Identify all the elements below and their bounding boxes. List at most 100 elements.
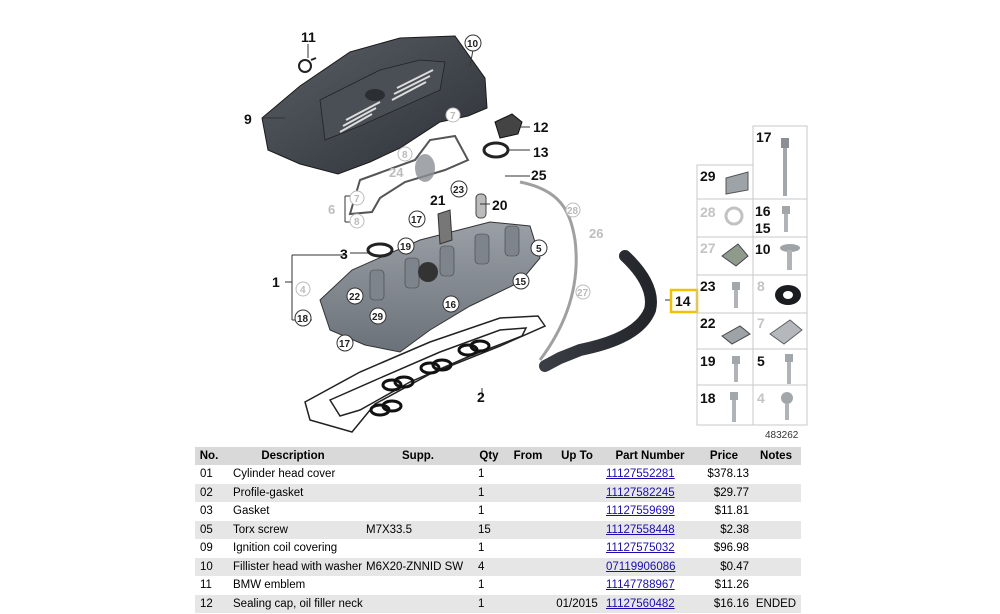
svg-text:8: 8 [354,217,360,228]
circle-callout-18: 18 [294,309,312,327]
svg-text:22: 22 [349,292,361,303]
grid-label-27: 27 [700,240,716,256]
circle-callout-8: 8 [397,146,413,162]
cell-part-number: 07119906086 [603,557,697,576]
cell-qty: 1 [478,579,485,592]
circle-callout-17: 17 [408,210,426,228]
table-row: 01 Cylinder head cover 1 11127552281 $37… [195,465,801,484]
cell-from [505,557,551,576]
cell-supp [363,576,473,595]
callout-20: 20 [492,197,508,213]
part-number-link[interactable]: 11127552281 [606,468,675,481]
callout-2: 2 [477,389,485,405]
table-header-row: No. Description Supp. Qty From Up To Par… [195,447,801,465]
svg-text:29: 29 [372,312,384,323]
grid-label-16: 16 [755,203,771,219]
cell-from [505,465,551,484]
table-row: 12 Sealing cap, oil filler neck 1 01/201… [195,594,801,613]
cell-notes [751,576,801,595]
part-glyph-8 [775,285,801,305]
circle-callout-10: 10 [464,34,482,52]
header-description: Description [223,447,363,465]
grid-label-17: 17 [756,129,772,145]
part-number-link[interactable]: 11127558448 [606,523,675,536]
circle-callout-17b: 17 [336,334,354,352]
cell-qty: 15 [473,520,505,539]
cell-no: 12 [195,594,223,613]
circle-callout-28: 28 [565,202,581,218]
profile-gasket-illustration [304,315,547,433]
svg-text:10: 10 [467,39,479,50]
part-glyph-29 [725,171,749,195]
cell-description: Gasket [233,505,270,518]
svg-text:18: 18 [297,314,309,325]
cell-supp [363,502,473,521]
cell-from [505,539,551,558]
svg-text:27: 27 [577,288,589,299]
cell-part-number: 11127558448 [603,520,697,539]
cell-from [505,576,551,595]
cell-from [505,483,551,502]
header-price: Price [697,447,751,465]
part-glyph-5 [785,354,793,384]
spark-plug-seals-illustration [369,339,491,417]
part-glyph-23 [732,282,740,308]
table-row: 03 Gasket 1 11127559699 $11.81 [195,502,801,521]
part-glyph-28 [724,206,744,226]
header-up-to: Up To [551,447,603,465]
cell-part-number: 11127552281 [603,465,697,484]
callout-9: 9 [244,111,252,127]
cell-part-number: 11127582245 [603,483,697,502]
header-part-number: Part Number [603,447,697,465]
cell-no: 01 [200,468,213,481]
table-row: 02 Profile-gasket 1 11127582245 $29.77 [195,483,801,502]
cell-qty: 1 [478,542,485,555]
cell-up-to [551,576,603,595]
cell-up-to [551,539,603,558]
cell-notes [751,557,801,576]
cell-no: 05 [195,520,223,539]
table-row: 09 Ignition coil covering 1 11127575032 … [195,539,801,558]
cell-description: Profile-gasket [223,483,363,502]
svg-text:17: 17 [339,339,351,350]
circle-callout-27: 27 [575,284,591,300]
part-number-link[interactable]: 11147788967 [606,579,675,592]
part-glyph-16 [782,206,790,232]
header-qty: Qty [473,447,505,465]
cell-part-number: 11127560482 [603,594,697,613]
grommet-24-illustration [415,154,435,182]
part-number-link[interactable]: 11127560482 [606,597,675,610]
part-glyph-10 [780,244,800,270]
grid-label-7: 7 [757,315,765,331]
cell-up-to: 01/2015 [551,594,603,613]
cell-from [505,594,551,613]
cell-price: $2.38 [697,520,751,539]
part-20-illustration [475,193,487,219]
oil-filler-cap-illustration [494,113,523,139]
callout-21: 21 [430,192,446,208]
cell-supp [363,594,473,613]
cell-part-number: 11127575032 [603,539,697,558]
callout-26: 26 [589,226,603,241]
callout-13: 13 [533,144,549,160]
part-number-link[interactable]: 11127582245 [606,486,675,499]
grid-label-28: 28 [700,204,716,220]
cell-up-to [551,483,603,502]
header-no: No. [195,447,223,465]
circle-callout-19: 19 [397,237,415,255]
part-number-link[interactable]: 07119906086 [606,560,676,573]
circle-callout-7: 7 [445,107,461,123]
header-supp: Supp. [363,447,473,465]
callout-3: 3 [340,246,348,262]
svg-text:17: 17 [411,215,423,226]
svg-text:8: 8 [402,150,408,161]
small-parts-grid: 17 29 28 16 15 27 10 23 8 22 7 19 5 18 4 [696,125,808,426]
part-number-link[interactable]: 11127559699 [606,505,675,518]
grid-label-23: 23 [700,278,716,294]
cell-qty: 1 [478,468,485,481]
part-number-link[interactable]: 11127575032 [606,542,675,555]
circle-callout-23: 23 [450,180,468,198]
circle-callout-5: 5 [530,239,548,257]
gasket-3-illustration [366,242,394,258]
cell-qty: 1 [473,594,505,613]
